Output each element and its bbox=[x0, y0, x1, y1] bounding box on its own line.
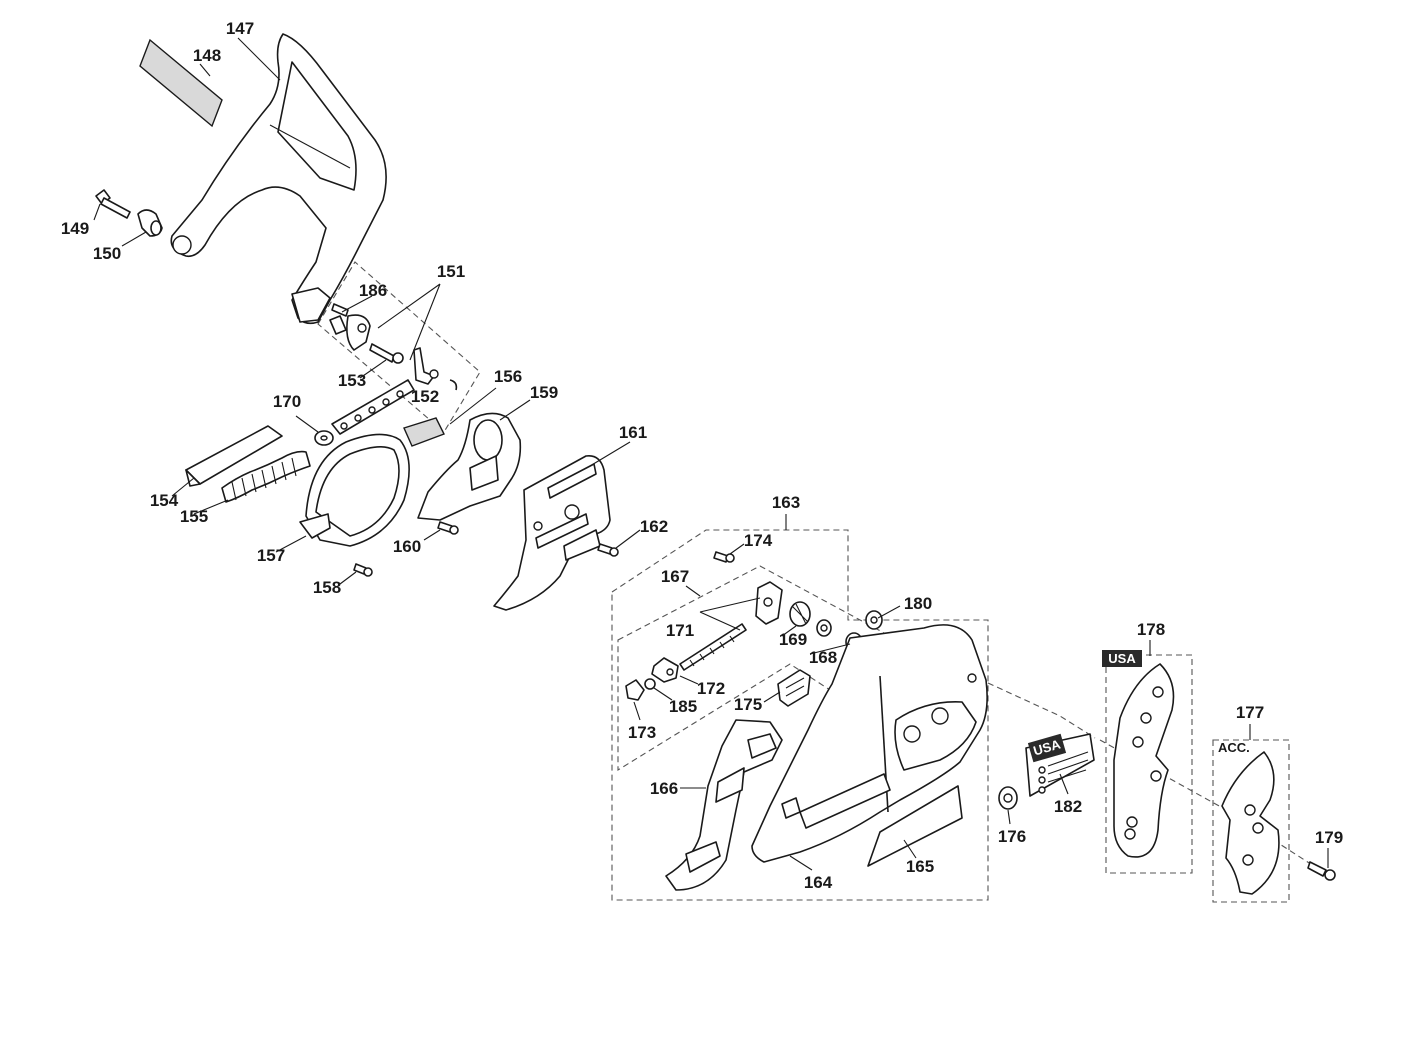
axis-line-182 bbox=[987, 682, 1096, 739]
label-147: 147 bbox=[226, 19, 254, 38]
label-170: 170 bbox=[273, 392, 301, 411]
label-154: 154 bbox=[150, 491, 179, 510]
part-175-plate bbox=[777, 669, 811, 707]
label-158: 158 bbox=[313, 578, 341, 597]
label-157: 157 bbox=[257, 546, 285, 565]
label-176: 176 bbox=[998, 827, 1026, 846]
part-164-sprocket-cover bbox=[751, 624, 988, 863]
label-182: 182 bbox=[1054, 797, 1082, 816]
usa-label-text: USA bbox=[1032, 736, 1063, 758]
label-177: 177 bbox=[1236, 703, 1264, 722]
label-159: 159 bbox=[530, 383, 558, 402]
label-185: 185 bbox=[669, 697, 697, 716]
part-168-washer bbox=[816, 619, 832, 637]
label-171: 171 bbox=[666, 621, 694, 640]
frame-178 bbox=[1105, 654, 1193, 874]
part-158-screw bbox=[353, 563, 373, 577]
label-169: 169 bbox=[779, 630, 807, 649]
label-168: 168 bbox=[809, 648, 837, 667]
label-161: 161 bbox=[619, 423, 647, 442]
label-162: 162 bbox=[640, 517, 668, 536]
part-173-nut bbox=[625, 679, 645, 701]
label-166: 166 bbox=[650, 779, 678, 798]
part-149-bolt bbox=[95, 189, 131, 219]
leader-lines bbox=[93, 37, 1329, 871]
part-171-tension-bracket bbox=[755, 581, 783, 625]
part-155-spring bbox=[221, 450, 311, 503]
part-169-gear bbox=[789, 601, 811, 627]
label-152: 152 bbox=[411, 387, 439, 406]
label-149: 149 bbox=[61, 219, 89, 238]
label-163: 163 bbox=[772, 493, 800, 512]
usa-badge-182: USA bbox=[1032, 736, 1063, 758]
part-165-label bbox=[867, 785, 963, 867]
label-160: 160 bbox=[393, 537, 421, 556]
label-153: 153 bbox=[338, 371, 366, 390]
frame-177 bbox=[1212, 739, 1290, 903]
label-150: 150 bbox=[93, 244, 121, 263]
label-165: 165 bbox=[906, 857, 934, 876]
label-172: 172 bbox=[697, 679, 725, 698]
part-177-accessory-spike bbox=[1221, 751, 1280, 895]
label-174: 174 bbox=[744, 531, 773, 550]
label-186: 186 bbox=[359, 281, 387, 300]
part-147-front-handguard bbox=[170, 33, 387, 325]
usa-badge-text: USA bbox=[1108, 651, 1136, 666]
label-151: 151 bbox=[437, 262, 465, 281]
part-178-bumper-spike bbox=[1113, 663, 1175, 858]
part-166-catcher bbox=[665, 719, 783, 891]
label-178: 178 bbox=[1137, 620, 1165, 639]
label-155: 155 bbox=[180, 507, 208, 526]
part-148-label-strip bbox=[139, 38, 223, 128]
part-185-washer bbox=[644, 678, 656, 690]
part-162-screw bbox=[597, 543, 619, 557]
part-number-labels: 147 148 149 150 151 186 153 152 156 159 … bbox=[61, 19, 1343, 892]
label-156: 156 bbox=[494, 367, 522, 386]
part-151-brake-lever bbox=[346, 314, 439, 385]
part-153-screw bbox=[369, 343, 404, 364]
usa-badge-178: USA bbox=[1102, 650, 1142, 667]
part-161-chain-plate bbox=[493, 454, 611, 611]
frame-163 bbox=[611, 529, 989, 901]
part-157-brake-band bbox=[299, 433, 410, 547]
part-160-screw bbox=[437, 521, 459, 535]
part-170-washer bbox=[314, 430, 334, 446]
label-167: 167 bbox=[661, 567, 689, 586]
part-180-nut bbox=[865, 610, 883, 630]
part-182-warning-label bbox=[1025, 733, 1095, 797]
part-186-pin bbox=[329, 303, 349, 335]
label-173: 173 bbox=[628, 723, 656, 742]
label-148: 148 bbox=[193, 46, 221, 65]
part-159-clutch-cover bbox=[417, 412, 522, 521]
label-179: 179 bbox=[1315, 828, 1343, 847]
part-152-link-plate bbox=[331, 379, 458, 435]
frame-151 bbox=[317, 261, 481, 433]
part-156-brake-pad bbox=[403, 417, 445, 447]
part-179-screw bbox=[1307, 861, 1336, 881]
part-172-tension-block bbox=[651, 657, 679, 683]
label-164: 164 bbox=[804, 873, 833, 892]
part-171-tension-screw bbox=[679, 623, 747, 671]
acc-tag: ACC. bbox=[1218, 740, 1250, 755]
part-176-nut bbox=[998, 786, 1018, 810]
label-175: 175 bbox=[734, 695, 762, 714]
label-180: 180 bbox=[904, 594, 932, 613]
part-150-bushing bbox=[137, 209, 163, 237]
